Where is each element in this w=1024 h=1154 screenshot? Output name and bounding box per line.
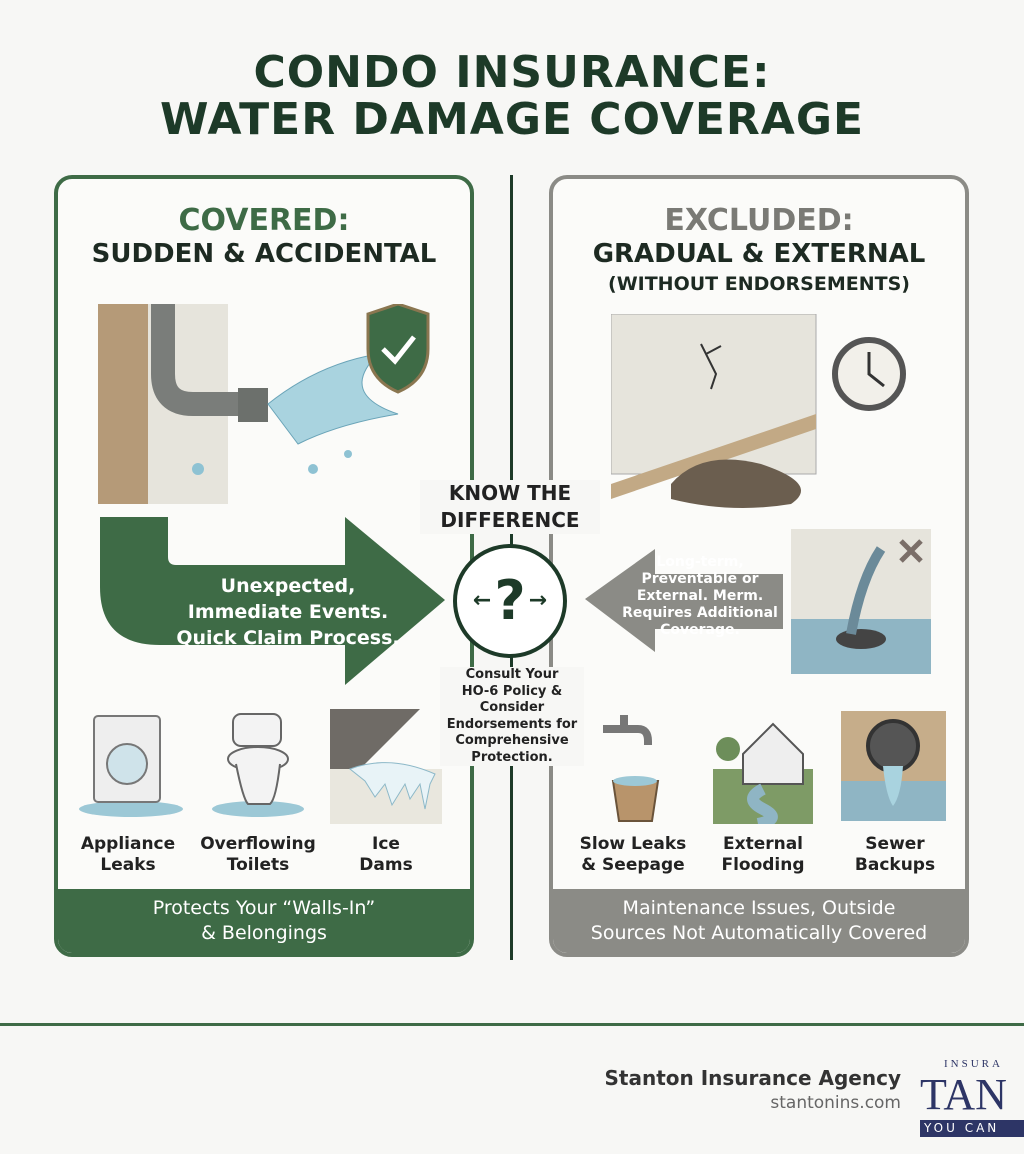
- clock-icon: [832, 337, 906, 411]
- question-circle-icon: ← ? →: [453, 544, 567, 658]
- excluded-arrow-text: Long-term, Preventable or External. Merm…: [605, 554, 795, 639]
- footer-line: Sources Not Automatically Covered: [590, 922, 928, 944]
- consult-advice: Consult Your HO-6 Policy & Consider Endo…: [440, 667, 584, 766]
- label-line: Appliance: [80, 834, 176, 854]
- covered-panel: COVERED: SUDDEN & ACCIDENTAL Unexpected,…: [54, 175, 474, 957]
- arrow-right-icon: →: [528, 588, 548, 613]
- heading-line: KNOW THE: [448, 481, 572, 505]
- covered-arrow: [100, 517, 445, 685]
- footer-divider: [0, 1023, 1024, 1026]
- label-line: Dams: [359, 855, 413, 875]
- brand-logo: INSURA TAN YOU CAN: [920, 1058, 1024, 1138]
- slow-leaks-label: Slow Leaks& Seepage: [573, 834, 693, 876]
- burst-pipe-illustration: [98, 304, 430, 504]
- x-mark-icon: [899, 539, 923, 563]
- advice-line: Comprehensive: [455, 733, 569, 748]
- excluded-subheading: GRADUAL & EXTERNAL: [592, 239, 926, 269]
- label-line: Backups: [854, 855, 936, 875]
- advice-line: Protection.: [471, 749, 553, 765]
- logo-main: TAN: [920, 1070, 1007, 1119]
- shield-check-icon: [366, 304, 430, 394]
- label-line: Leaks: [100, 855, 156, 875]
- covered-arrow-text: Unexpected, Immediate Events. Quick Clai…: [168, 573, 408, 651]
- sewer-pipe-icon: [841, 711, 946, 821]
- arrow-line: Requires Additional: [622, 605, 778, 621]
- excluded-panel: EXCLUDED: GRADUAL & EXTERNAL (WITHOUT EN…: [549, 175, 969, 957]
- arrow-line: Immediate Events.: [187, 601, 389, 623]
- footer-line: Maintenance Issues, Outside: [622, 897, 896, 919]
- arrow-line: Coverage.: [660, 622, 740, 638]
- brand-url[interactable]: stantonins.com: [770, 1093, 901, 1113]
- label-line: External: [722, 834, 804, 854]
- footer-line: Protects Your “Walls-In”: [152, 897, 376, 919]
- label-line: Overflowing: [200, 834, 316, 854]
- advice-line: Consider: [479, 700, 545, 715]
- title-line-2: WATER DAMAGE COVERAGE: [159, 94, 865, 145]
- footer-line: & Belongings: [201, 922, 327, 944]
- drain-backup-illustration: [791, 529, 931, 674]
- label-line: Slow Leaks: [579, 834, 687, 854]
- excluded-note: (WITHOUT ENDORSEMENTS): [608, 273, 910, 295]
- logo-bottom: YOU CAN: [920, 1120, 1024, 1137]
- slow-leak-illustration: [611, 314, 906, 508]
- covered-footer-bar: Protects Your “Walls-In” & Belongings: [58, 889, 470, 953]
- arrow-left-icon: ←: [472, 588, 492, 613]
- washing-machine-icon: [79, 715, 183, 817]
- advice-line: Consult Your: [465, 667, 559, 682]
- flooded-house-icon: [713, 722, 813, 824]
- arrow-line: External. Merm.: [636, 588, 764, 604]
- label-line: Flooding: [721, 855, 805, 875]
- excluded-heading: EXCLUDED:: [664, 203, 854, 238]
- excluded-footer-bar: Maintenance Issues, Outside Sources Not …: [553, 889, 965, 953]
- title-line-1: CONDO INSURANCE:: [253, 47, 771, 98]
- advice-line: Endorsements for: [446, 716, 578, 732]
- arrow-line: Quick Claim Process.: [176, 627, 400, 649]
- label-line: & Seepage: [581, 855, 685, 875]
- know-the-difference: KNOW THE DIFFERENCE: [420, 480, 600, 534]
- excluded-arrow: [585, 549, 783, 652]
- arrow-line: Preventable or: [641, 571, 759, 587]
- toilet-icon: [212, 713, 304, 817]
- faucet-bucket-icon: [603, 715, 660, 822]
- question-mark: ?: [494, 569, 526, 632]
- label-line: Ice: [372, 834, 400, 854]
- covered-subheading: SUDDEN & ACCIDENTAL: [91, 239, 437, 269]
- ice-dam-icon: [330, 709, 442, 824]
- arrow-line: Long-term,: [656, 554, 744, 570]
- logo-top: INSURA: [944, 1058, 1003, 1070]
- label-line: Sewer: [865, 834, 925, 854]
- arrow-line: Unexpected,: [220, 575, 356, 597]
- label-line: Toilets: [226, 855, 290, 875]
- advice-line: HO-6 Policy &: [461, 683, 563, 699]
- brand-name: Stanton Insurance Agency: [604, 1066, 902, 1090]
- heading-line: DIFFERENCE: [440, 508, 580, 532]
- covered-heading: COVERED:: [178, 203, 350, 238]
